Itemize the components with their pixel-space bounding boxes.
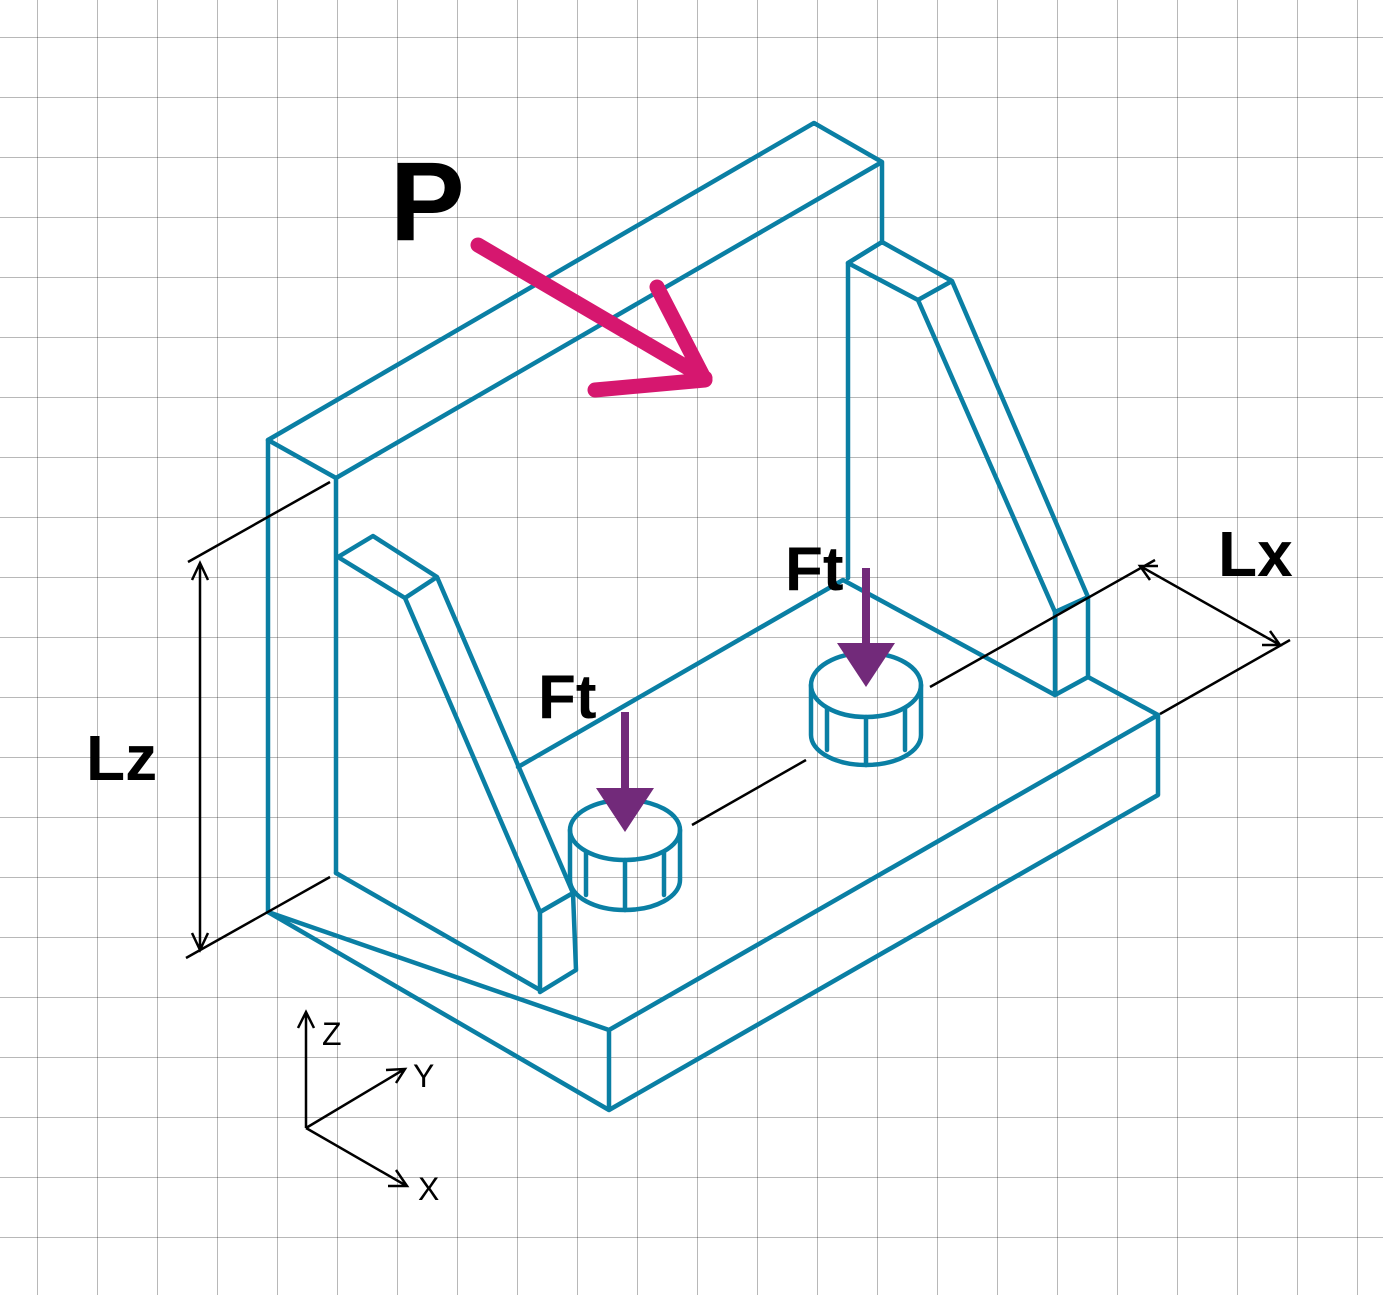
right-upright <box>845 239 885 581</box>
axis-x-label: X <box>418 1171 439 1207</box>
lz-dimension-arrow <box>190 560 210 953</box>
load-Ft-arrows <box>596 568 895 832</box>
lx-dimension-arrow <box>1137 564 1283 647</box>
left-gusset <box>335 533 579 995</box>
bolt-centerline <box>691 758 807 827</box>
label-Ft-left: Ft <box>538 663 597 732</box>
left-upright <box>265 437 339 915</box>
label-Lz: Lz <box>86 722 157 794</box>
coordinate-axes: Z Y X <box>296 1009 439 1207</box>
left-bolt-cylinder <box>567 797 683 913</box>
base-plate <box>265 577 1161 1113</box>
axis-y-label: Y <box>413 1058 434 1094</box>
right-gusset <box>845 239 1091 698</box>
axis-z-label: Z <box>322 1016 342 1052</box>
label-Ft-right: Ft <box>785 535 844 604</box>
label-Lx: Lx <box>1218 518 1293 590</box>
bracket-structure <box>265 120 1161 1113</box>
dimension-lines <box>185 480 1291 960</box>
label-P: P <box>390 139 465 264</box>
load-P-arrow <box>470 237 713 398</box>
